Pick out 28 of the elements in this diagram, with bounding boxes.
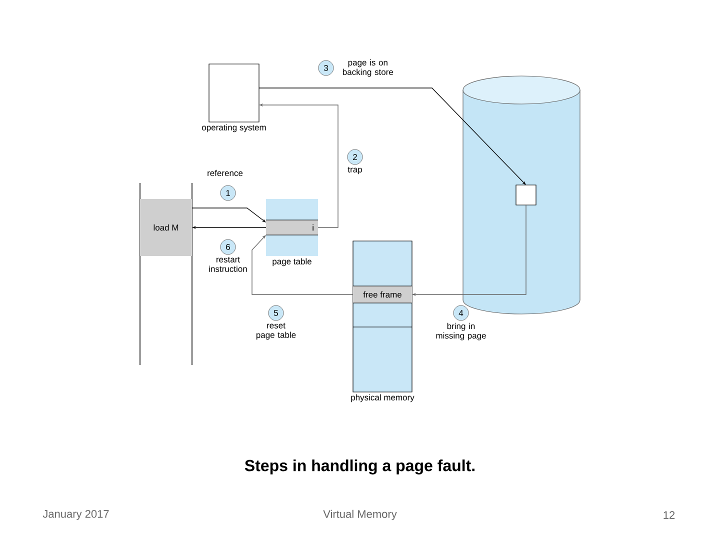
step-number: 5 <box>268 305 284 321</box>
step-number: 6 <box>220 239 236 255</box>
footer-text: January 2017 <box>42 510 109 520</box>
step-caption: reference <box>208 170 243 176</box>
table-row: i <box>266 220 318 236</box>
arrow <box>192 208 266 222</box>
node-label: operating system <box>202 124 266 132</box>
step-caption: bring in missing page <box>436 322 486 340</box>
page-block <box>516 184 536 206</box>
footer-text: 12 <box>664 511 675 519</box>
step-number: 4 <box>453 305 469 321</box>
memory-box: operating system <box>202 64 266 132</box>
memory-box: free frame <box>352 286 412 304</box>
caption: Steps in handling a page fault. <box>244 460 474 474</box>
step-caption: trap <box>348 166 362 174</box>
footer-text: Virtual Memory <box>323 510 397 520</box>
step-caption: page is on backing store <box>342 59 394 77</box>
step-caption: reset page table <box>256 322 296 340</box>
step-caption: restart instruction <box>209 256 247 272</box>
step-number: 1 <box>220 185 236 201</box>
memory-box: load M <box>140 199 192 256</box>
arrow <box>258 88 526 185</box>
arrow <box>252 235 354 295</box>
node-label: physical memory <box>351 394 414 402</box>
step-number: 2 <box>347 149 363 165</box>
node-label: page table <box>272 258 312 266</box>
step-number: 3 <box>318 60 334 76</box>
disk-cylinder <box>462 76 580 314</box>
